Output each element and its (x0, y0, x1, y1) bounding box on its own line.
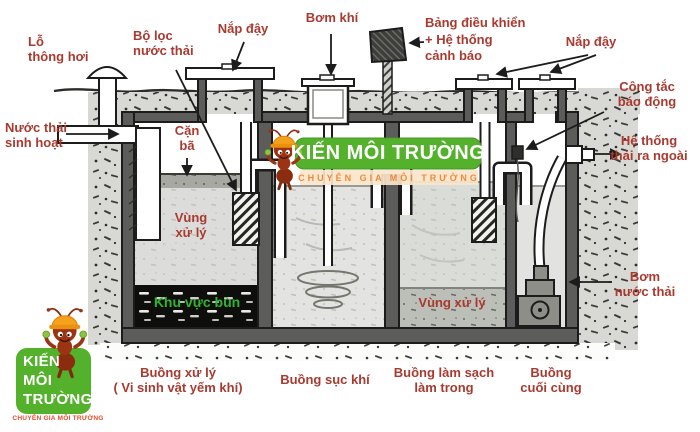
label-lid-right: Nắp đậy (565, 34, 617, 49)
label-treatment-zone-right: Vùng xử lý (418, 295, 486, 310)
label-outflow-system: Hệ thống thải ra ngoài (610, 133, 688, 163)
label-inflow: Nước thải sinh hoạt (5, 120, 67, 150)
label-vent-hole: Lỗ thông hơi (28, 34, 89, 64)
label-alarm-switch: Công tắc báo động (617, 79, 677, 109)
label-chamber-2: Buồng sục khí (280, 372, 370, 387)
label-chamber-4: Buồng cuối cùng (520, 365, 582, 395)
label-scum: Cặn bã (174, 123, 200, 153)
waste-pump-device (517, 265, 561, 327)
brand-banner (294, 137, 482, 185)
logo-line: MÔI (23, 372, 53, 389)
label-chamber-3: Buồng làm sạch làm trong (393, 365, 495, 395)
annotation-arrows (66, 34, 622, 288)
label-lid-left: Nắp đậy (217, 21, 269, 36)
label-control-panel: Bảng điều khiển + Hệ thống cảnh báo (425, 15, 526, 63)
brand-banner-title: KIẾN MÔI TRƯỜNG (290, 142, 486, 164)
label-sludge-area: Khu vực bùn (153, 294, 241, 310)
soil-texture (88, 88, 640, 361)
brand-logo-text: KIẾN MÔI TRƯỜNG (23, 352, 93, 409)
label-chamber-1: Buồng xử lý ( Vi sinh vật yếm khí) (113, 365, 243, 395)
label-waste-pump: Bơm nước thải (614, 269, 676, 299)
logo-line: KIẾN (23, 353, 61, 370)
label-air-pump: Bơm khí (305, 10, 359, 25)
pipes-and-equipment (57, 26, 595, 327)
label-treatment-zone-left: Vùng xử lý (174, 210, 208, 240)
brand-logo-tagline: CHUYÊN GIA MÔI TRƯỜNG (12, 415, 104, 422)
label-waste-filter: Bộ lọc nước thải (133, 28, 194, 58)
logo-line: TRƯỜNG (23, 391, 93, 408)
brand-banner-tagline: CHUYÊN GIA MÔI TRƯỜNG (298, 172, 480, 183)
